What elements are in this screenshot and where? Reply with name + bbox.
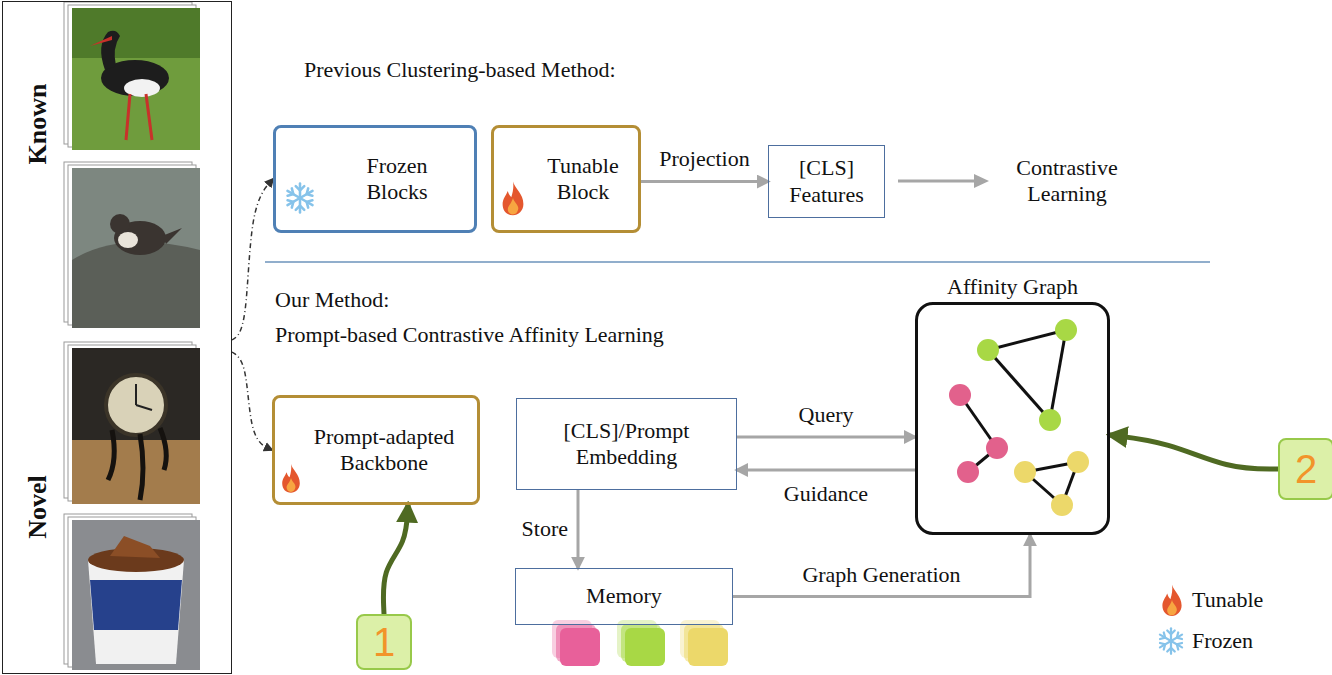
node-label: [CLS]/Prompt Embedding bbox=[552, 418, 702, 471]
node-label: Novel bbox=[22, 475, 53, 539]
tunable-box: Tunable Block bbox=[491, 125, 641, 233]
legend-entry: Frozen bbox=[1192, 628, 1253, 654]
section-heading: Prompt-based Contrastive Affinity Learni… bbox=[275, 322, 664, 348]
tunable-box: Prompt-adapted Backbone bbox=[272, 395, 480, 505]
legend-frozen-icon bbox=[1158, 628, 1184, 654]
edge-label: Graph Generation bbox=[802, 562, 960, 588]
affinity-graph-illustration bbox=[949, 319, 1089, 516]
edge-label: Store bbox=[522, 516, 568, 542]
section-heading: Previous Clustering-based Method: bbox=[304, 57, 616, 83]
flow-arrow bbox=[577, 490, 580, 568]
flow-arrow bbox=[737, 469, 915, 472]
flow-arrow bbox=[733, 535, 1030, 597]
plain-box: [CLS]/Prompt Embedding bbox=[516, 398, 737, 490]
legend-text: Frozen bbox=[1192, 628, 1253, 653]
plain-box: [CLS] Features bbox=[768, 145, 885, 218]
frozen-icon bbox=[285, 184, 314, 213]
input-arrow bbox=[232, 352, 272, 450]
legend-tunable-icon bbox=[1162, 585, 1181, 616]
edge-label: Projection bbox=[659, 146, 749, 172]
memory-stacks bbox=[552, 620, 728, 666]
tunable-icon bbox=[503, 182, 524, 216]
node-label: [CLS] Features bbox=[779, 155, 874, 208]
panel-box: KnownNovel bbox=[2, 1, 232, 674]
section-divider bbox=[265, 261, 1210, 263]
novel-image-clock bbox=[64, 342, 200, 504]
node-label: Frozen Blocks bbox=[357, 153, 437, 206]
legend-entry: Tunable bbox=[1192, 587, 1263, 613]
input-arrow bbox=[232, 179, 273, 340]
frozen-box: Frozen Blocks bbox=[273, 125, 477, 233]
node-label: Tunable Block bbox=[541, 153, 626, 206]
flow-arrow bbox=[737, 436, 915, 439]
flow-arrow bbox=[641, 180, 768, 183]
node-label: Prompt-adapted Backbone bbox=[299, 424, 469, 477]
node-label: Memory bbox=[549, 583, 699, 609]
novel-image-cup bbox=[64, 514, 200, 670]
callout-arrow bbox=[1110, 435, 1278, 469]
callout-box: 1 bbox=[356, 614, 412, 670]
callout-box: 2 bbox=[1278, 438, 1332, 500]
node-label: Affinity Graph bbox=[947, 274, 1078, 300]
callout-arrow bbox=[383, 505, 408, 614]
output-label: Contrastive Learning bbox=[1002, 155, 1132, 208]
node-label: Known bbox=[22, 84, 53, 165]
known-image-dipper bbox=[64, 162, 200, 328]
callout-number: 2 bbox=[1286, 449, 1326, 489]
legend-text: Tunable bbox=[1192, 587, 1263, 612]
callout-number: 1 bbox=[364, 622, 404, 662]
edge-label: Guidance bbox=[784, 481, 868, 507]
graph-box: Affinity Graph bbox=[915, 302, 1110, 535]
known-image-bird bbox=[64, 2, 200, 150]
edge-label: Query bbox=[799, 402, 854, 428]
layout-arrow bbox=[898, 174, 989, 188]
plain-box: Memory bbox=[515, 568, 733, 625]
tunable-icon bbox=[282, 464, 300, 493]
section-heading: Our Method: bbox=[275, 287, 389, 313]
